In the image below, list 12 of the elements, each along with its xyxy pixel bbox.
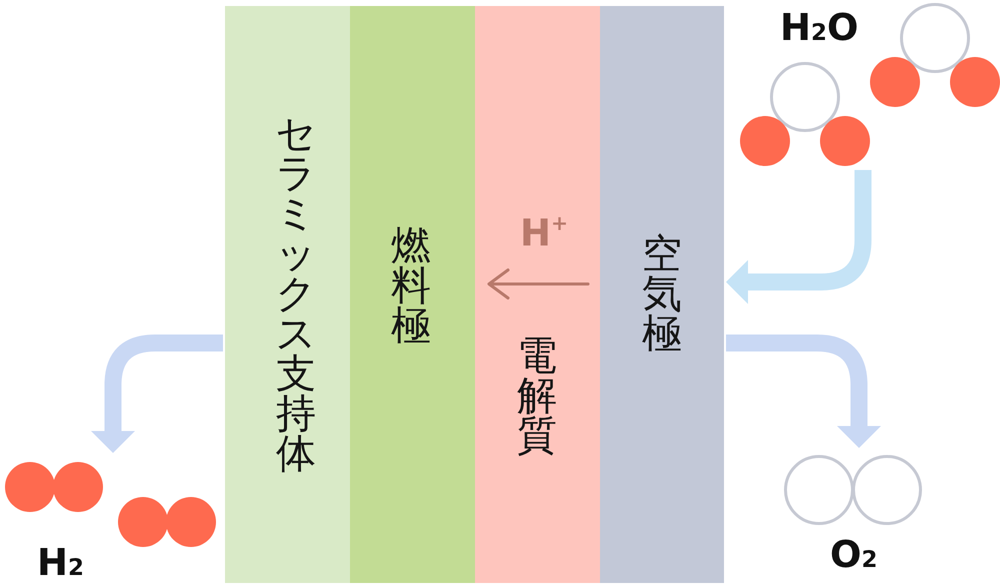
curved-arrow bbox=[91, 334, 223, 453]
layer-band bbox=[475, 6, 600, 583]
layer-label: 燃料極 bbox=[390, 226, 432, 346]
ion-label: H$^{+}$ bbox=[520, 213, 568, 252]
curved-arrow bbox=[726, 170, 872, 304]
layer-band bbox=[350, 6, 475, 583]
layer-label: 電解質 bbox=[516, 336, 558, 456]
layer-band bbox=[225, 6, 350, 583]
layer-label: セラミックス支持体 bbox=[274, 114, 318, 474]
layer-band bbox=[600, 6, 724, 583]
layer-label: 空気極 bbox=[641, 234, 683, 354]
curved-arrow bbox=[726, 334, 881, 448]
